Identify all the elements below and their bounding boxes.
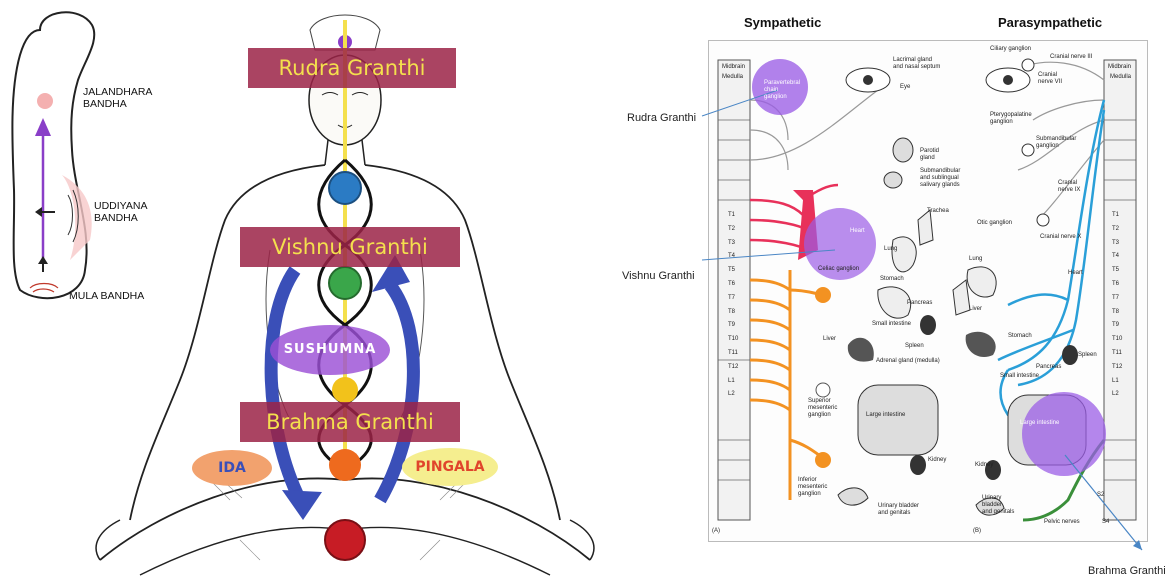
granthi-connectors bbox=[690, 60, 1168, 580]
spine-midbrain-right: Midbrain bbox=[1108, 64, 1131, 71]
vertebra-label: T6 bbox=[728, 281, 735, 288]
panel-a-label: (A) bbox=[712, 528, 720, 535]
stomach-para-label: Stomach bbox=[1008, 333, 1032, 340]
pancreas-symp-label: Pancreas bbox=[907, 300, 932, 307]
large-intestine-symp-label: Large intestine bbox=[866, 412, 905, 419]
liver-symp-label: Liver bbox=[823, 336, 836, 343]
large-intestine-para-label: Large intestine bbox=[1020, 420, 1059, 427]
s4-label: S4 bbox=[1102, 519, 1109, 526]
vertebra-label: T7 bbox=[1112, 295, 1119, 302]
sympathetic-title: Sympathetic bbox=[744, 15, 821, 30]
vertebra-label: T11 bbox=[728, 350, 738, 357]
vertebra-label: T11 bbox=[1112, 350, 1122, 357]
cranial10-label: Cranial nerve X bbox=[1040, 234, 1081, 241]
root-chakra bbox=[325, 520, 365, 560]
vertebra-label: T12 bbox=[728, 364, 738, 371]
adrenal-label: Adrenal gland (medulla) bbox=[876, 358, 940, 365]
throat-chakra bbox=[329, 172, 361, 204]
stomach-symp-label: Stomach bbox=[880, 276, 904, 283]
urinary-para-label: Urinary bladder and genitals bbox=[982, 495, 1014, 516]
small-intestine-symp-label: Small intestine bbox=[872, 321, 911, 328]
vertebra-label: T9 bbox=[728, 322, 735, 329]
vertebra-label: T3 bbox=[1112, 240, 1119, 247]
ida-pill: IDA bbox=[192, 450, 272, 486]
lung-para-label: Lung bbox=[969, 256, 982, 263]
vertebra-label: T3 bbox=[728, 240, 735, 247]
submandibular-symp-label: Submandibular and sublingual salivary gl… bbox=[920, 168, 960, 189]
vertebra-label: L1 bbox=[1112, 378, 1119, 385]
brahma-granthi-side-label: Brahma Granthi bbox=[1088, 565, 1166, 577]
cranial3-label: Cranial nerve III bbox=[1050, 54, 1092, 61]
spine-medulla-left: Medulla bbox=[722, 74, 743, 81]
ciliary-label: Ciliary ganglion bbox=[990, 46, 1031, 53]
heart-symp-label: Heart bbox=[850, 228, 865, 235]
vertebra-label: T9 bbox=[1112, 322, 1119, 329]
vertebra-label: L1 bbox=[728, 378, 735, 385]
vertebra-label: T6 bbox=[1112, 281, 1119, 288]
pingala-pill: PINGALA bbox=[402, 448, 498, 486]
vertebra-label: T1 bbox=[1112, 212, 1119, 219]
vertebra-label: T12 bbox=[1112, 364, 1122, 371]
vertebra-label: L2 bbox=[1112, 391, 1119, 398]
rudra-granthi-side-label: Rudra Granthi bbox=[627, 112, 696, 124]
heart-chakra bbox=[329, 267, 361, 299]
spine-medulla-right: Medulla bbox=[1110, 74, 1131, 81]
spleen-para-label: Spleen bbox=[1078, 352, 1097, 359]
solar-chakra bbox=[332, 377, 358, 403]
brahma-granthi-band: Brahma Granthi bbox=[240, 402, 460, 442]
sacral-chakra bbox=[329, 449, 361, 481]
s2-label: S2 bbox=[1097, 492, 1104, 499]
vertebra-label: T8 bbox=[728, 309, 735, 316]
trachea-label: Trachea bbox=[927, 208, 949, 215]
vertebra-label: T4 bbox=[728, 253, 735, 260]
vishnu-granthi-side-label: Vishnu Granthi bbox=[622, 270, 695, 282]
vertebra-label: T1 bbox=[728, 212, 735, 219]
paravertebral-label: Paravertebral chain ganglion bbox=[764, 80, 800, 101]
parasympathetic-title: Parasympathetic bbox=[998, 15, 1102, 30]
small-intestine-para-label: Small intestine bbox=[1000, 373, 1039, 380]
jalandhara-point bbox=[37, 93, 53, 109]
vertebra-label: T5 bbox=[728, 267, 735, 274]
vertebra-label: T7 bbox=[728, 295, 735, 302]
eye-label: Eye bbox=[900, 84, 910, 91]
vertebra-label: L2 bbox=[728, 391, 735, 398]
vertebra-label: T10 bbox=[1112, 336, 1122, 343]
vertebra-label: T2 bbox=[728, 226, 735, 233]
vertebra-label: T8 bbox=[1112, 309, 1119, 316]
celiac-label: Celiac ganglion bbox=[818, 266, 859, 273]
panel-b-label: (B) bbox=[973, 528, 981, 535]
superior-mesenteric-label: Superior mesenteric ganglion bbox=[808, 398, 837, 419]
spleen-symp-label: Spleen bbox=[905, 343, 924, 350]
lung-symp-label: Lung bbox=[884, 246, 897, 253]
pelvic-label: Pelvic nerves bbox=[1044, 519, 1080, 526]
vertebra-label: T5 bbox=[1112, 267, 1119, 274]
rudra-granthi-band: Rudra Granthi bbox=[248, 48, 456, 88]
kidney-symp-label: Kidney bbox=[928, 457, 946, 464]
sushumna-pill: SUSHUMNA bbox=[270, 325, 390, 375]
vertebra-label: T4 bbox=[1112, 253, 1119, 260]
inferior-mesenteric-label: Inferior mesenteric ganglion bbox=[798, 477, 827, 498]
otic-label: Otic ganglion bbox=[977, 220, 1012, 227]
vertebra-label: T10 bbox=[728, 336, 738, 343]
vishnu-granthi-band: Vishnu Granthi bbox=[240, 227, 460, 267]
spine-midbrain-left: Midbrain bbox=[722, 64, 745, 71]
liver-para-label: Liver bbox=[969, 306, 982, 313]
vertebra-label: T2 bbox=[1112, 226, 1119, 233]
pancreas-para-label: Pancreas bbox=[1036, 364, 1061, 371]
kidney-para-label: Kidney bbox=[975, 462, 993, 469]
heart-para-label: Heart bbox=[1068, 270, 1083, 277]
